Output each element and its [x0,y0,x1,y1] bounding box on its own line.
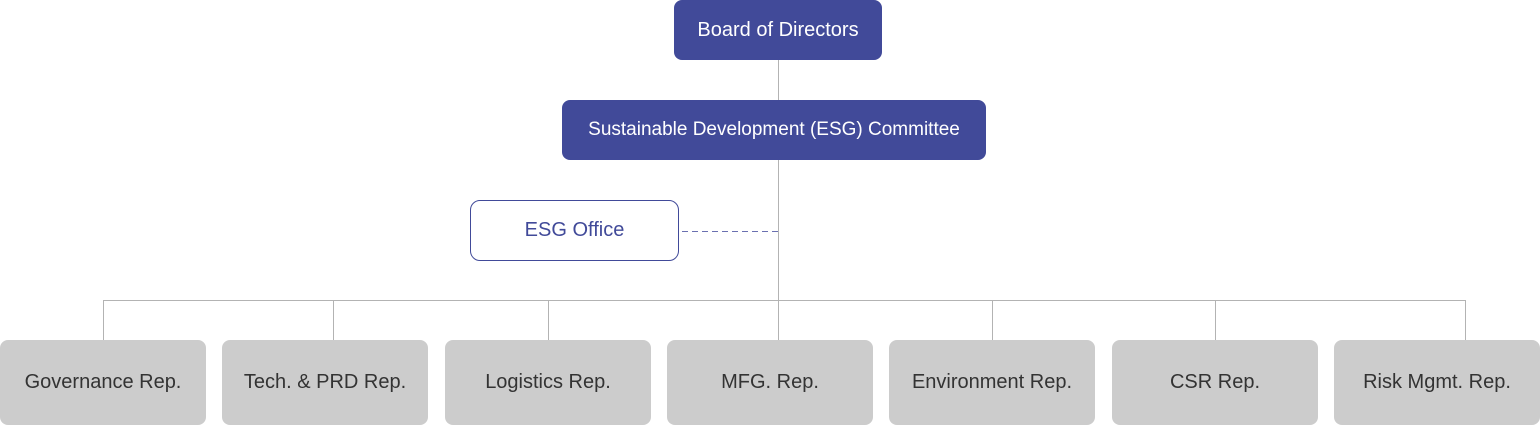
rep-box-csr: CSR Rep. [1112,340,1318,425]
rep-box-environment: Environment Rep. [889,340,1095,425]
representatives-row: Governance Rep. Tech. & PRD Rep. Logisti… [0,340,1540,425]
esg-committee-box: Sustainable Development (ESG) Committee [562,100,986,160]
rep-label-governance: Governance Rep. [24,371,182,393]
rep-label-csr: CSR Rep. [1169,371,1261,393]
esg-committee-label: Sustainable Development (ESG) Committee [588,119,960,140]
rep-label-mfg: MFG. Rep. [721,371,819,393]
rep-label-environment: Environment Rep. [911,371,1073,393]
esg-office-box: ESG Office [470,200,679,261]
rep-label-logistics: Logistics Rep. [485,371,611,393]
esg-office-label: ESG Office [524,219,625,241]
rep-box-logistics: Logistics Rep. [445,340,651,425]
rep-box-tech-prd: Tech. & PRD Rep. [222,340,428,425]
board-of-directors-label: Board of Directors [697,18,859,41]
rep-box-governance: Governance Rep. [0,340,206,425]
rep-label-tech-prd: Tech. & PRD Rep. [243,371,407,393]
rep-box-mfg: MFG. Rep. [667,340,873,425]
rep-box-risk-mgmt: Risk Mgmt. Rep. [1334,340,1540,425]
board-of-directors-box: Board of Directors [674,0,882,60]
rep-label-risk-mgmt: Risk Mgmt. Rep. [1363,371,1511,393]
